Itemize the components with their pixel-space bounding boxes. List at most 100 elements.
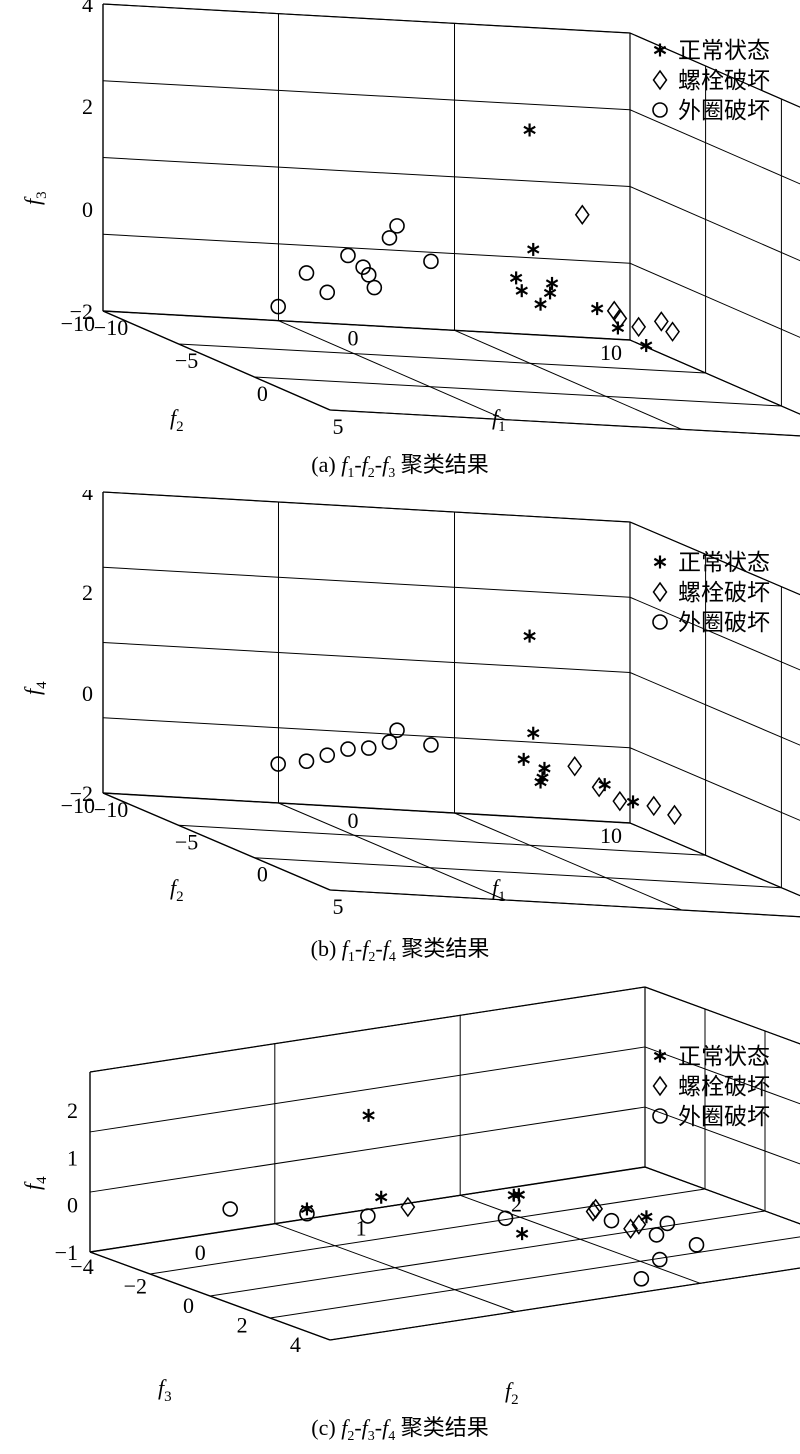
b-floor-grid-x [178,824,706,856]
b-floor-grid-y [629,822,800,897]
b-y-axis-label: f2 [170,875,184,905]
c-point-diamond [588,1198,604,1220]
c-point-circle [222,1201,238,1217]
a-point-circle [340,247,356,264]
b-point-asterisk [527,726,540,740]
a-point-diamond [665,321,680,342]
c-floor-grid-x [209,1210,766,1297]
c-point-diamond [400,1196,416,1218]
c-point-asterisk [512,1188,526,1202]
a-axis-y-line [102,310,631,341]
c-z-axis-label: f4 [20,1176,50,1190]
b-point-asterisk [626,795,640,809]
b-backwall-grid-z [629,747,800,821]
a-x-tick-label: 5 [333,414,344,439]
b-edge [102,491,631,523]
a-y-tick-label: 0 [348,326,359,351]
b-floor-grid-x [254,857,782,889]
c-floor-grid-x [329,1267,800,1341]
a-point-asterisk [509,271,523,285]
a-z-axis-label: f3 [20,191,50,205]
a-point-asterisk [543,286,557,300]
b-point-circle [423,737,439,753]
a-legend-label: 外圈破坏 [678,98,770,124]
b-legend-marker [652,581,668,603]
b-y-tick-label: −10 [61,793,95,818]
a-point-diamond [606,300,622,322]
c-point-asterisk [300,1202,314,1216]
a-z-tick-label: 2 [82,94,93,119]
b-z-tick-label: 4 [82,490,93,505]
c-x-tick-label: 4 [290,1332,301,1357]
b-y-tick-label: 0 [348,808,359,833]
c-point-asterisk [362,1108,375,1122]
a-backwall-grid-z [629,262,800,338]
a-y-tick-label: 10 [600,340,622,365]
a-point-circle [355,259,371,275]
a-point-asterisk [534,297,547,311]
b-point-asterisk [517,752,530,766]
b-caption: (b) f1-f2-f4 聚类结果 [311,936,490,965]
a-point-asterisk [523,123,536,137]
chart-a-canvas: −10−505−10010−2024f1f2f3正常状态螺栓破坏外圈破坏(a) … [20,0,800,481]
b-point-circle [340,741,356,757]
a-legend-label: 正常状态 [678,38,770,64]
a-x-tick-label: −5 [175,348,198,373]
b-point-asterisk [538,761,551,775]
a-point-diamond [653,311,669,332]
a-x-tick-label: −10 [94,315,128,340]
b-x-tick-label: 0 [257,862,268,887]
c-x-axis-label: f2 [505,1378,519,1408]
c-floor-grid-y [460,1194,701,1284]
a-floor-grid-y [629,339,800,415]
a-edge [329,409,800,437]
b-sidewall-grid-z [102,642,631,673]
b-z-tick-label: 2 [82,580,93,605]
b-x-tick-label: −10 [94,797,128,822]
b-point-circle [381,734,398,750]
a-point-diamond [612,308,628,329]
a-sidewall-grid-z [102,157,631,187]
c-z-tick-label: −1 [55,1240,78,1265]
c-x-tick-label: 0 [183,1293,194,1318]
a-point-asterisk [639,339,653,353]
b-point-diamond [646,795,662,817]
a-point-asterisk [515,284,528,298]
b-x-tick-label: 5 [333,894,344,919]
a-backwall-grid-z [629,109,800,185]
c-sidewall-grid-z [89,1046,646,1133]
c-edge [644,1166,800,1225]
c-legend-marker [652,1075,668,1097]
a-edge [629,32,800,108]
a-z-tick-label: −2 [70,299,93,324]
c-point-asterisk [515,1227,529,1241]
b-point-diamond [567,755,583,777]
c-point-circle [633,1270,650,1287]
c-point-circle [651,1251,668,1268]
a-caption: (a) f1-f2-f3 聚类结果 [311,452,488,481]
c-y-axis-label: f3 [158,1375,172,1405]
c-caption: (c) f2-f3-f4 聚类结果 [311,1415,488,1444]
chart-b-canvas: −10−505−10010−2024f1f2f4正常状态螺栓破坏外圈破坏(b) … [20,490,800,965]
c-x-tick-label: 2 [237,1313,248,1338]
a-point-circle [319,284,336,301]
a-legend-marker [652,102,668,118]
b-z-axis-label: f4 [20,681,50,695]
b-axis-y-line [102,792,631,824]
a-point-asterisk [611,321,625,335]
b-z-tick-label: −2 [70,781,93,806]
a-point-circle [298,265,315,281]
b-point-circle [298,753,315,770]
a-point-asterisk [590,302,604,316]
c-point-circle [360,1208,376,1224]
b-point-circle [319,747,336,763]
c-point-asterisk [374,1190,388,1204]
c-sidewall-grid-z [89,1106,646,1193]
c-point-diamond [631,1214,647,1235]
c-point-circle [299,1205,315,1222]
b-point-diamond [612,790,628,812]
b-edge [629,822,800,897]
c-floor-grid-x [269,1236,800,1319]
b-sidewall-grid-z [102,566,631,598]
